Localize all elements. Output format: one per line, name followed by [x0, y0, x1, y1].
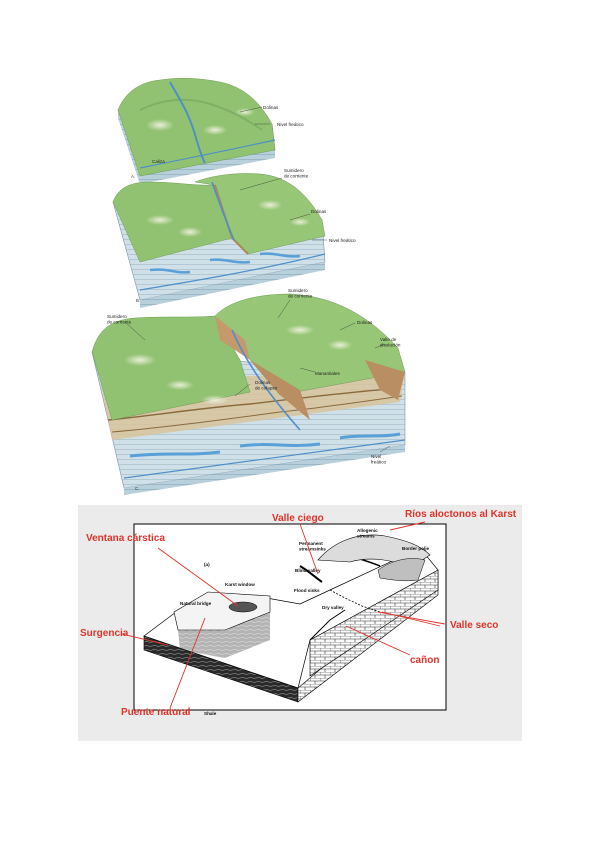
annotation-puente-natural: Puente natural	[121, 707, 191, 718]
stream	[169, 81, 206, 164]
label-natural-bridge: Natural bridge	[180, 601, 212, 606]
block-a: Dolinas Nivel freático Caliza A.	[117, 78, 304, 184]
border-polje	[377, 558, 426, 582]
cliff	[250, 360, 310, 420]
valley-scarp	[214, 184, 249, 255]
label-dolinas-b: Dolinas	[311, 209, 327, 214]
stream	[299, 565, 323, 583]
panel-label-c: C.	[135, 486, 139, 491]
label-flood-sinks: Flood sinks	[294, 588, 320, 593]
stream	[211, 181, 235, 241]
water-table	[123, 439, 406, 479]
label-manantiales: Manantiales	[315, 371, 340, 376]
annotation-arrows	[121, 521, 446, 709]
label-caliza: Caliza	[152, 159, 165, 164]
label-border-polje: Border polje	[402, 546, 430, 551]
cave-conduits	[129, 432, 401, 458]
sinkhole	[146, 119, 174, 131]
block-b-surface-right	[194, 173, 326, 255]
panel-label-bw: (a)	[204, 562, 210, 567]
panel-label-b: B.	[136, 298, 140, 303]
sinkhole	[235, 108, 255, 116]
annotation-valle-seco: Valle seco	[450, 620, 498, 631]
stream	[231, 329, 301, 431]
annotation-ventana-carstica: Ventana cárstica	[86, 533, 165, 544]
canyon	[309, 609, 346, 641]
label-dolinas-a: Dolinas	[263, 105, 279, 110]
annotation-rios-aloctonos: Ríos aloctonos al Karst	[405, 509, 517, 520]
label-karst-window: Karst window	[225, 582, 255, 587]
label-blind-valley: Blind valley	[295, 568, 321, 573]
annotation-canon: cañon	[410, 655, 439, 666]
sinkhole	[203, 125, 227, 135]
water-table	[139, 253, 326, 291]
water-table	[139, 139, 276, 169]
panel-label-a: A.	[131, 174, 135, 179]
label-shale: Shale	[204, 711, 217, 716]
block-a-side-face	[118, 110, 140, 184]
annotation-surgencia: Surgencia	[80, 628, 129, 639]
dry-valley	[329, 589, 381, 613]
cave-conduits	[149, 252, 301, 274]
label-nivel-freatico-b: Nivel freático	[329, 238, 356, 243]
label-dry-valley: Dry valley	[322, 605, 344, 610]
label-dolinas-c: Dolinas	[357, 320, 373, 325]
karst-window	[228, 601, 258, 613]
annotation-valle-ciego: Valle ciego	[272, 513, 324, 524]
label-nivel-freatico-a: Nivel freático	[277, 122, 304, 127]
